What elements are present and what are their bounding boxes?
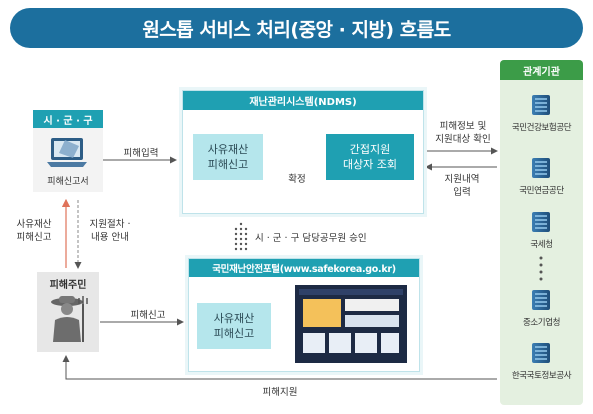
portal-private-report: 사유재산 피해신고 bbox=[197, 303, 271, 349]
label-support-guide: 지원절차 · 내용 안내 bbox=[89, 219, 131, 243]
building-icon bbox=[532, 212, 550, 232]
building-icon bbox=[532, 343, 550, 363]
building-icon bbox=[532, 95, 550, 115]
agency-item: 국민건강보험공단 bbox=[511, 123, 572, 133]
agency-item: 중소기업청 bbox=[522, 318, 561, 328]
ndms-head: 재난관리시스템(NDMS) bbox=[183, 91, 423, 110]
ndms-confirm-label: 확정 bbox=[288, 174, 306, 185]
ellipsis-dots bbox=[539, 256, 543, 281]
arrow-damage-support bbox=[62, 355, 497, 380]
label-official-approval: 시 · 군 · 구 담당공무원 승인 bbox=[255, 233, 367, 244]
laptop-icon bbox=[47, 138, 87, 167]
agency-item: 국세청 bbox=[530, 240, 553, 250]
local-gov-box: 시 · 군 · 구 피해신고서 bbox=[33, 110, 103, 192]
victim-box: 피해주민 bbox=[37, 272, 99, 352]
ndms-panel: 재난관리시스템(NDMS) 사유재산 피해신고 확정 간접지원 대상자 조회 bbox=[182, 90, 424, 214]
portal-panel: 국민재난안전포털(www.safekorea.go.kr) 사유재산 피해신고 bbox=[188, 258, 420, 372]
dot-arrow-approval bbox=[234, 222, 248, 251]
label-damage-support: 피해지원 bbox=[262, 387, 298, 398]
building-icon bbox=[532, 158, 550, 178]
agency-item: 국민연금공단 bbox=[519, 186, 564, 196]
label-support-history: 지원내역 입력 bbox=[444, 174, 480, 198]
agency-head: 관계기관 bbox=[500, 60, 583, 80]
local-gov-head: 시 · 군 · 구 bbox=[33, 110, 103, 128]
page-title: 원스톱 서비스 처리(중앙 · 지방) 흐름도 bbox=[10, 8, 583, 48]
local-gov-caption: 피해신고서 bbox=[47, 177, 89, 187]
label-info-check: 피해정보 및 지원대상 확인 bbox=[435, 121, 491, 145]
label-private-damage-report: 사유재산 피해신고 bbox=[16, 219, 52, 243]
portal-head: 국민재난안전포털(www.safekorea.go.kr) bbox=[189, 259, 419, 277]
label-damage-report: 피해신고 bbox=[130, 310, 166, 321]
victim-head: 피해주민 bbox=[49, 280, 87, 291]
agency-item: 한국국토정보공사 bbox=[511, 371, 572, 381]
ndms-private-report: 사유재산 피해신고 bbox=[193, 134, 263, 180]
label-damage-input: 피해입력 bbox=[123, 148, 159, 159]
ndms-support-lookup: 간접지원 대상자 조회 bbox=[326, 134, 414, 180]
farmer-icon bbox=[51, 296, 88, 342]
building-icon bbox=[532, 290, 550, 310]
website-screenshot-icon bbox=[295, 285, 407, 363]
